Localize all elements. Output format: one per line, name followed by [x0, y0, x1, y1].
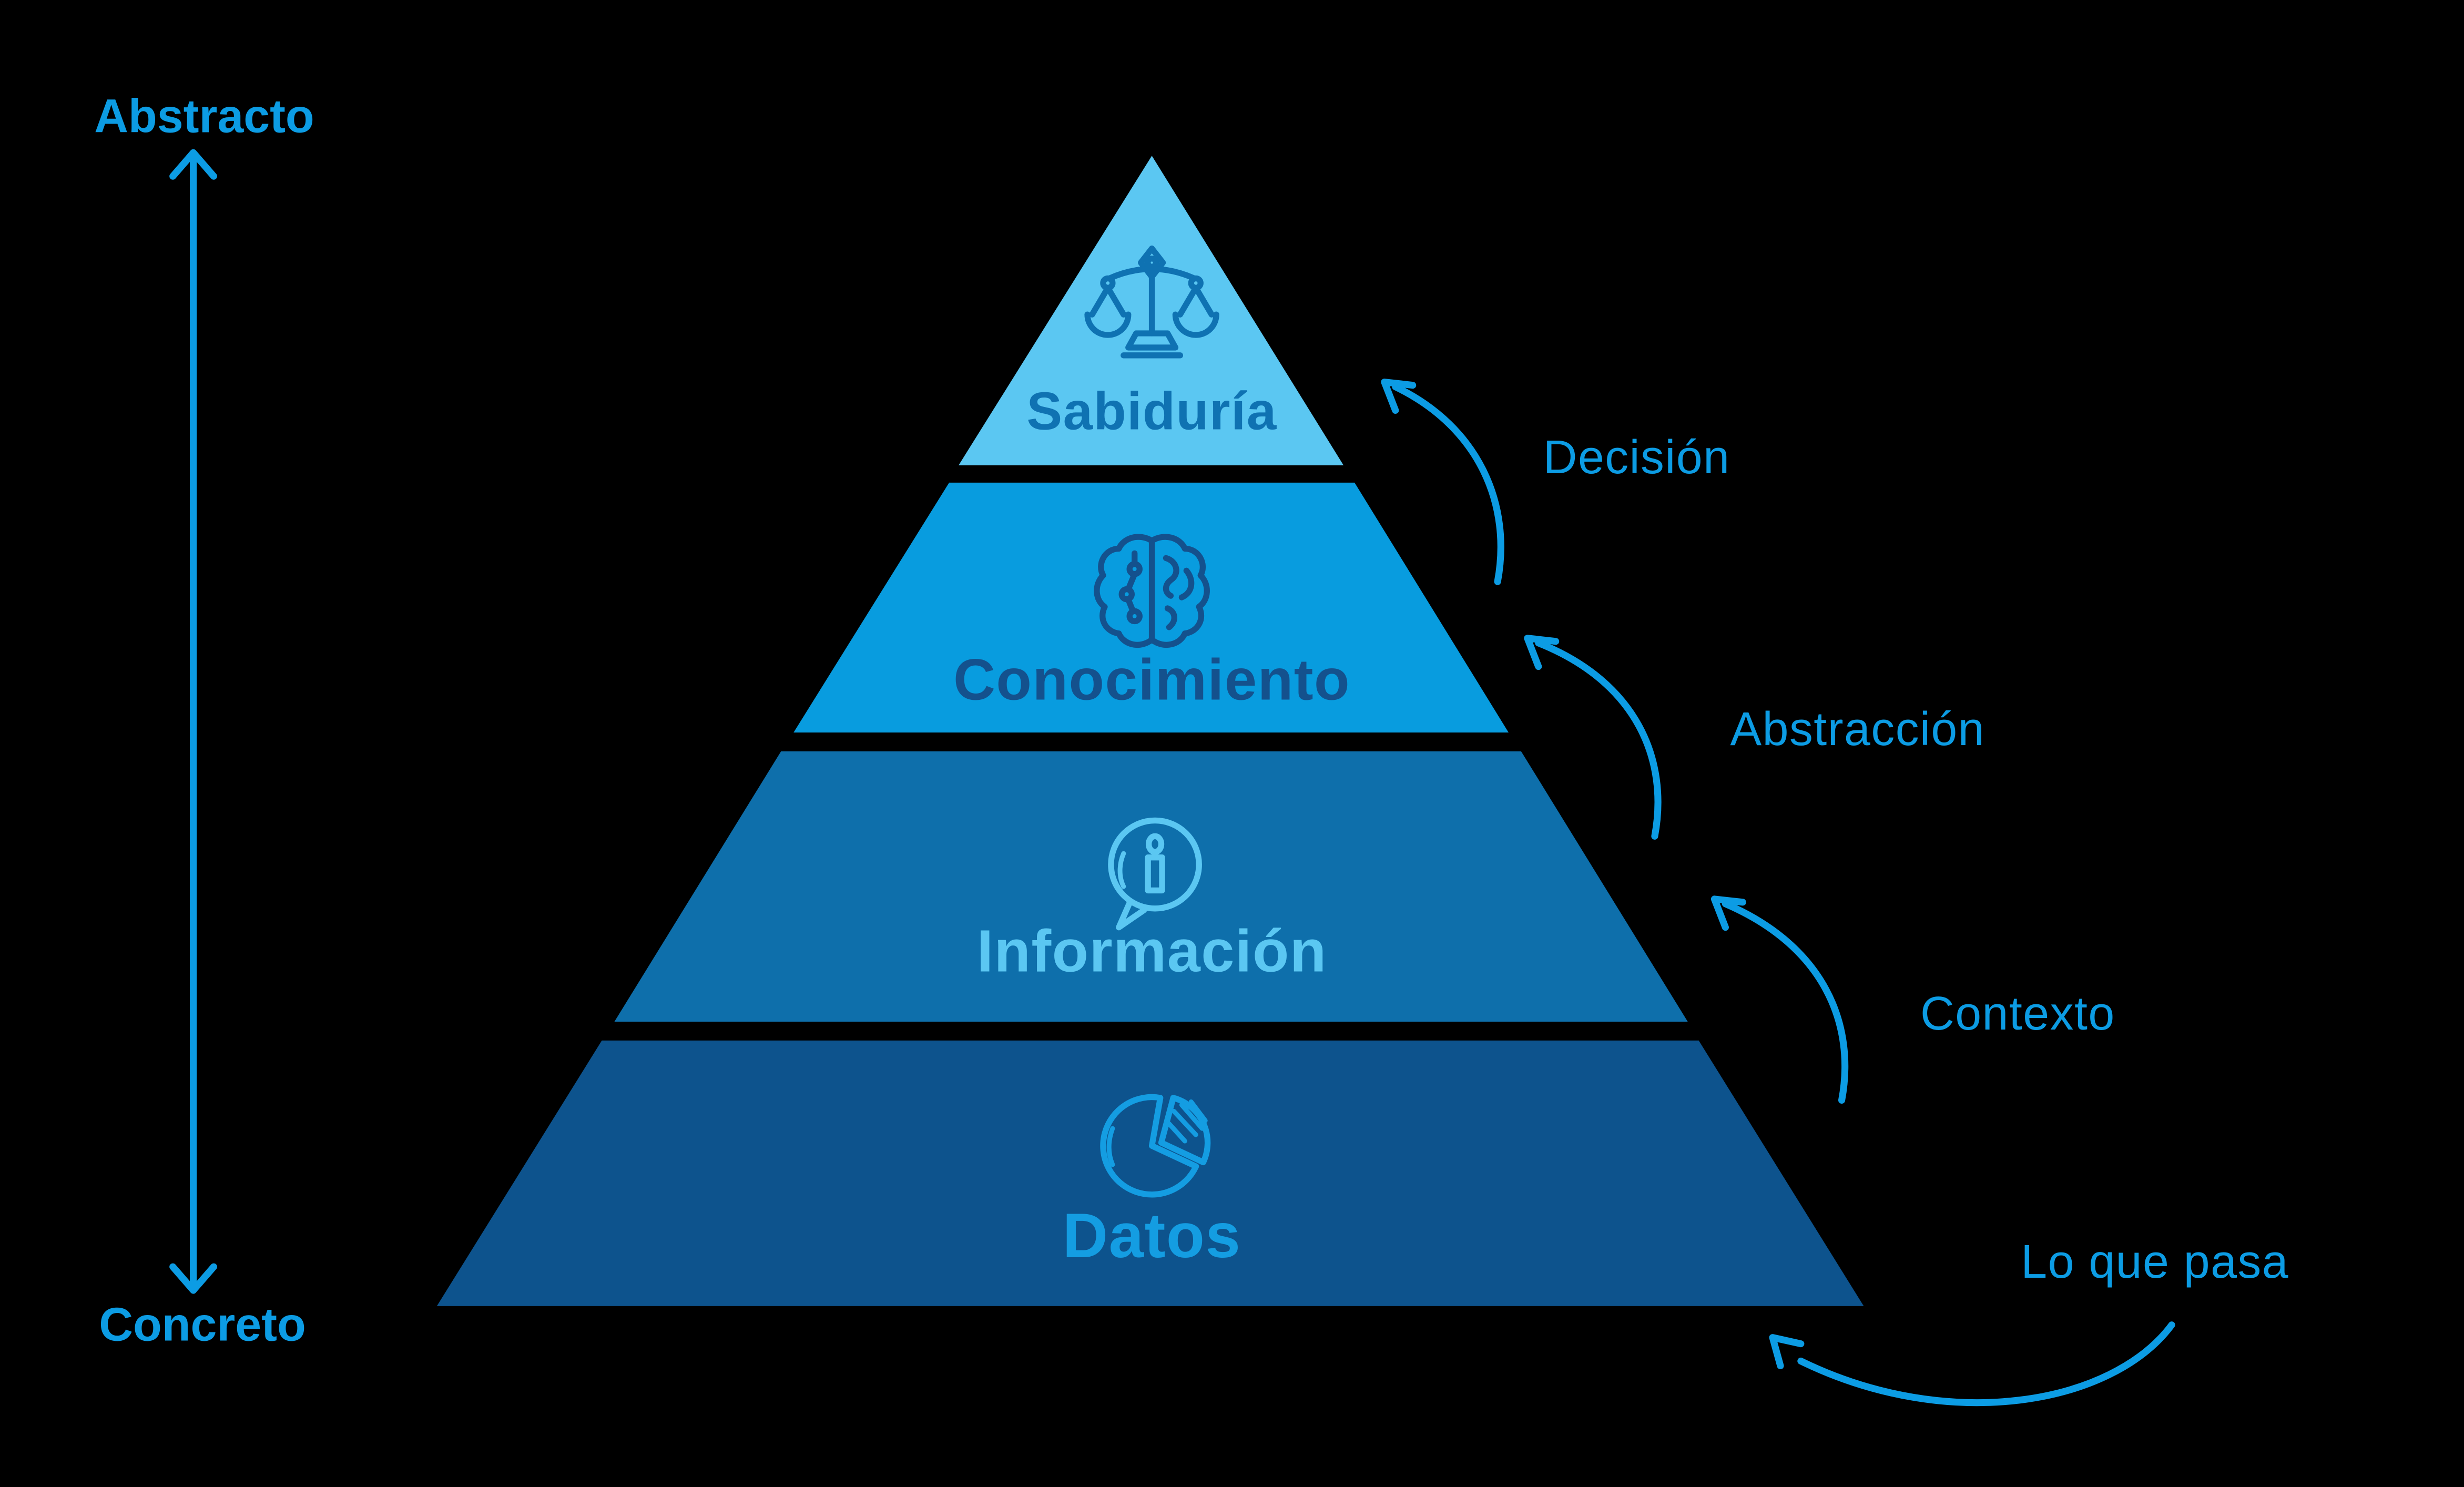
- tier-informacion: [614, 751, 1688, 1022]
- abstraccion-arrowhead-icon: [1524, 635, 1560, 670]
- decision-arrow: [1392, 383, 1504, 585]
- axis-arrowhead-up-icon: [169, 149, 218, 180]
- vertical-axis-arrow: [169, 149, 218, 1294]
- annotation-arrows: [1381, 379, 2175, 1407]
- annotation-decision: Decisión: [1543, 431, 1730, 483]
- scales-icon: [1084, 245, 1219, 359]
- tier-label-conocimiento: Conocimiento: [953, 647, 1350, 712]
- annotation-abstraccion: Abstracción: [1730, 702, 1985, 755]
- tier-label-datos: Datos: [1063, 1201, 1241, 1271]
- lo-que-pasa-arrowhead-icon: [1769, 1334, 1805, 1370]
- info-icon: [1108, 817, 1202, 931]
- brain-icon: [1094, 534, 1210, 648]
- decision-arrowhead-icon: [1381, 379, 1417, 414]
- annotation-lo-que-pasa: Lo que pasa: [2021, 1235, 2289, 1288]
- contexto-arrowhead-icon: [1710, 895, 1746, 931]
- tier-datos: [436, 1040, 1864, 1306]
- annotation-contexto: Contexto: [1920, 987, 2115, 1040]
- axis-top-label: Abstracto: [94, 89, 314, 142]
- lo-que-pasa-arrow: [1797, 1321, 2175, 1407]
- axis-arrowhead-down-icon: [169, 1263, 218, 1294]
- tier-label-informacion: Información: [976, 918, 1327, 984]
- axis-bottom-label: Concreto: [99, 1298, 306, 1351]
- pie-chart-icon: [1100, 1094, 1211, 1198]
- abstraccion-arrow: [1535, 639, 1662, 840]
- tier-label-sabiduria: Sabiduría: [1026, 381, 1277, 441]
- contexto-arrow: [1722, 900, 1849, 1104]
